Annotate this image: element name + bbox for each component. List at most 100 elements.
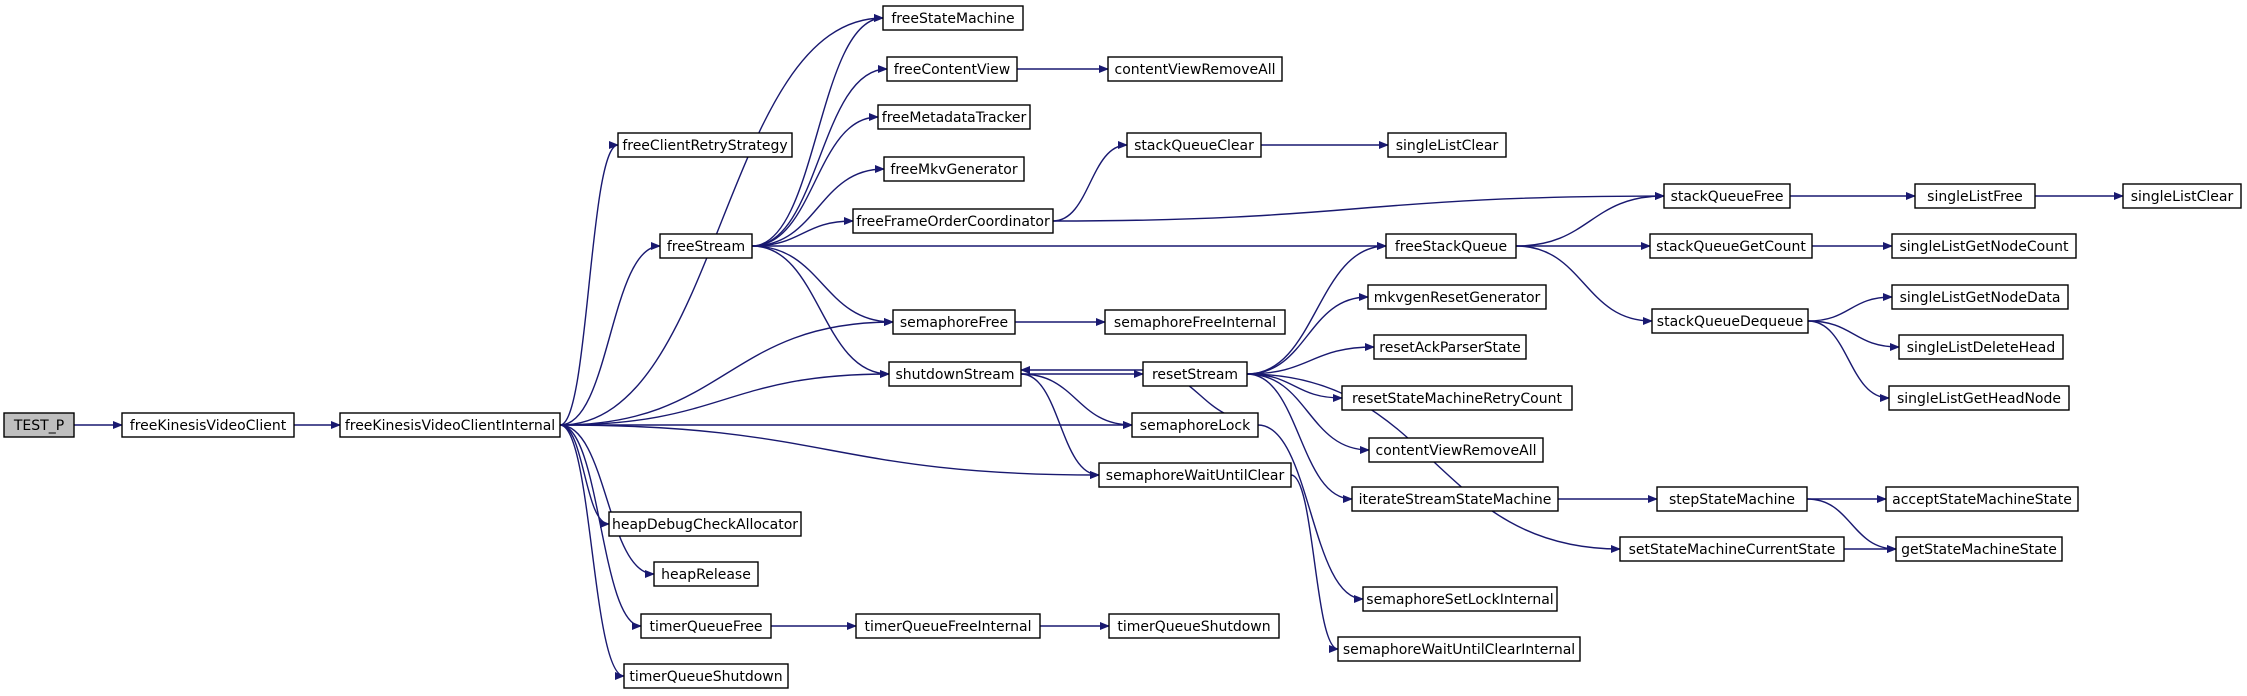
node-stack-queue-free[interactable]: stackQueueFree bbox=[1663, 183, 1791, 209]
node-mkvgen-reset-generator[interactable]: mkvgenResetGenerator bbox=[1367, 284, 1547, 310]
node-label: timerQueueFree bbox=[649, 619, 762, 635]
node-timer-queue-shutdown2[interactable]: timerQueueShutdown bbox=[623, 663, 789, 689]
node-label: timerQueueShutdown bbox=[629, 669, 782, 685]
node-label: singleListGetNodeData bbox=[1900, 290, 2061, 306]
edge-reset-stream-to-mkvgen-reset-generator bbox=[1246, 293, 1369, 375]
node-box bbox=[1131, 412, 1259, 438]
edge-free-kinesis-video-client-internal-to-heap-release bbox=[559, 424, 655, 578]
edge-free-stack-queue-to-stack-queue-free bbox=[1515, 192, 1665, 247]
node-shutdown-stream[interactable]: shutdownStream bbox=[888, 361, 1022, 387]
node-semaphore-lock[interactable]: semaphoreLock bbox=[1131, 412, 1259, 438]
node-content-view-remove-all2[interactable]: contentViewRemoveAll bbox=[1368, 437, 1544, 463]
edge-path bbox=[751, 245, 894, 326]
node-free-content-view[interactable]: freeContentView bbox=[886, 56, 1018, 82]
node-free-state-machine[interactable]: freeStateMachine bbox=[882, 5, 1024, 31]
node-single-list-get-node-data[interactable]: singleListGetNodeData bbox=[1891, 284, 2069, 310]
node-free-kinesis-video-client-internal[interactable]: freeKinesisVideoClientInternal bbox=[339, 412, 561, 438]
node-semaphore-free[interactable]: semaphoreFree bbox=[892, 309, 1016, 335]
edge-path bbox=[1257, 424, 1364, 603]
node-free-frame-order-coordinator[interactable]: freeFrameOrderCoordinator bbox=[852, 208, 1054, 234]
node-reset-state-machine-retry-count[interactable]: resetStateMachineRetryCount bbox=[1341, 385, 1573, 411]
node-label: shutdownStream bbox=[896, 367, 1015, 383]
node-stack-queue-dequeue[interactable]: stackQueueDequeue bbox=[1651, 308, 1809, 334]
node-box bbox=[1373, 334, 1527, 360]
call-nodes: TEST_P freeKinesisVideoClient freeKinesisV… bbox=[3, 5, 2242, 689]
edge-path bbox=[1052, 192, 1665, 222]
edge-path bbox=[1052, 141, 1128, 222]
node-stack-queue-clear[interactable]: stackQueueClear bbox=[1126, 132, 1262, 158]
node-single-list-get-head-node[interactable]: singleListGetHeadNode bbox=[1888, 385, 2070, 411]
edge-step-state-machine-to-get-state-machine-state bbox=[1806, 498, 1897, 553]
node-content-view-remove-all[interactable]: contentViewRemoveAll bbox=[1107, 56, 1283, 82]
edge-free-frame-order-coordinator-to-stack-queue-clear bbox=[1052, 141, 1128, 222]
edge-path bbox=[1020, 373, 1133, 429]
node-label: setStateMachineCurrentState bbox=[1629, 542, 1836, 558]
node-semaphore-free-internal[interactable]: semaphoreFreeInternal bbox=[1104, 309, 1286, 335]
node-label: freeContentView bbox=[894, 62, 1011, 78]
node-box bbox=[1098, 462, 1292, 488]
node-free-metadata-tracker[interactable]: freeMetadataTracker bbox=[877, 104, 1031, 130]
node-reset-stream[interactable]: resetStream bbox=[1142, 361, 1248, 387]
node-accept-state-machine-state[interactable]: acceptStateMachineState bbox=[1885, 486, 2079, 512]
node-label: singleListClear bbox=[2131, 189, 2234, 205]
node-label: TEST_P bbox=[13, 418, 64, 434]
node-label: freeKinesisVideoClientInternal bbox=[345, 418, 555, 434]
node-step-state-machine[interactable]: stepStateMachine bbox=[1656, 486, 1808, 512]
node-label: timerQueueFreeInternal bbox=[864, 619, 1031, 635]
node-box bbox=[1663, 183, 1791, 209]
node-box bbox=[1107, 56, 1283, 82]
edge-free-kinesis-video-client-internal-to-semaphore-free bbox=[559, 318, 894, 426]
edge-path bbox=[559, 424, 625, 680]
node-semaphore-wait-until-clear[interactable]: semaphoreWaitUntilClear bbox=[1098, 462, 1292, 488]
node-heap-release[interactable]: heapRelease bbox=[653, 561, 759, 587]
edge-path bbox=[1246, 293, 1369, 375]
node-label: contentViewRemoveAll bbox=[1376, 443, 1537, 459]
node-get-state-machine-state[interactable]: getStateMachineState bbox=[1895, 536, 2063, 562]
node-box bbox=[3, 412, 75, 438]
node-box bbox=[608, 511, 802, 537]
edge-path bbox=[1807, 293, 1893, 322]
node-free-mkv-generator[interactable]: freeMkvGenerator bbox=[883, 156, 1025, 182]
edge-semaphore-lock-to-semaphore-set-lock-internal bbox=[1257, 424, 1364, 603]
node-free-client-retry-strategy[interactable]: freeClientRetryStrategy bbox=[617, 132, 793, 158]
node-label: resetStateMachineRetryCount bbox=[1352, 391, 1562, 407]
node-label: contentViewRemoveAll bbox=[1115, 62, 1276, 78]
node-box bbox=[1619, 536, 1845, 562]
node-box bbox=[1104, 309, 1286, 335]
node-semaphore-wait-until-clear-internal[interactable]: semaphoreWaitUntilClearInternal bbox=[1337, 636, 1581, 662]
node-semaphore-set-lock-internal[interactable]: semaphoreSetLockInternal bbox=[1362, 586, 1558, 612]
node-box bbox=[877, 104, 1031, 130]
node-timer-queue-shutdown[interactable]: timerQueueShutdown bbox=[1108, 613, 1280, 639]
node-free-kinesis-video-client[interactable]: freeKinesisVideoClient bbox=[121, 412, 295, 438]
node-test-p[interactable]: TEST_P bbox=[3, 412, 75, 438]
node-free-stack-queue[interactable]: freeStackQueue bbox=[1385, 233, 1517, 259]
node-single-list-clear2[interactable]: singleListClear bbox=[2122, 183, 2242, 209]
node-timer-queue-free-internal[interactable]: timerQueueFreeInternal bbox=[855, 613, 1041, 639]
node-single-list-get-node-count[interactable]: singleListGetNodeCount bbox=[1891, 233, 2077, 259]
edge-path bbox=[751, 14, 884, 247]
node-box bbox=[1885, 486, 2079, 512]
node-label: freeMkvGenerator bbox=[890, 162, 1017, 178]
node-box bbox=[1341, 385, 1573, 411]
node-reset-ack-parser-state[interactable]: resetAckParserState bbox=[1373, 334, 1527, 360]
node-single-list-delete-head[interactable]: singleListDeleteHead bbox=[1898, 334, 2064, 360]
node-iterate-stream-state-machine[interactable]: iterateStreamStateMachine bbox=[1351, 486, 1559, 512]
edge-free-kinesis-video-client-internal-to-free-client-retry-strategy bbox=[559, 141, 619, 426]
node-label: heapRelease bbox=[661, 567, 751, 583]
node-timer-queue-free[interactable]: timerQueueFree bbox=[640, 613, 772, 639]
node-box bbox=[1385, 233, 1517, 259]
node-label: semaphoreWaitUntilClearInternal bbox=[1343, 642, 1575, 658]
node-single-list-clear[interactable]: singleListClear bbox=[1387, 132, 1507, 158]
node-free-stream[interactable]: freeStream bbox=[659, 233, 753, 259]
node-label: singleListGetNodeCount bbox=[1900, 239, 2069, 255]
node-single-list-free[interactable]: singleListFree bbox=[1914, 183, 2036, 209]
node-box bbox=[1367, 284, 1547, 310]
node-box bbox=[1895, 536, 2063, 562]
call-edges bbox=[73, 14, 2124, 680]
node-heap-debug-check-allocator[interactable]: heapDebugCheckAllocator bbox=[608, 511, 802, 537]
node-label: heapDebugCheckAllocator bbox=[612, 517, 798, 533]
node-stack-queue-get-count[interactable]: stackQueueGetCount bbox=[1649, 233, 1813, 259]
node-set-state-machine-current-state[interactable]: setStateMachineCurrentState bbox=[1619, 536, 1845, 562]
node-box bbox=[1888, 385, 2070, 411]
